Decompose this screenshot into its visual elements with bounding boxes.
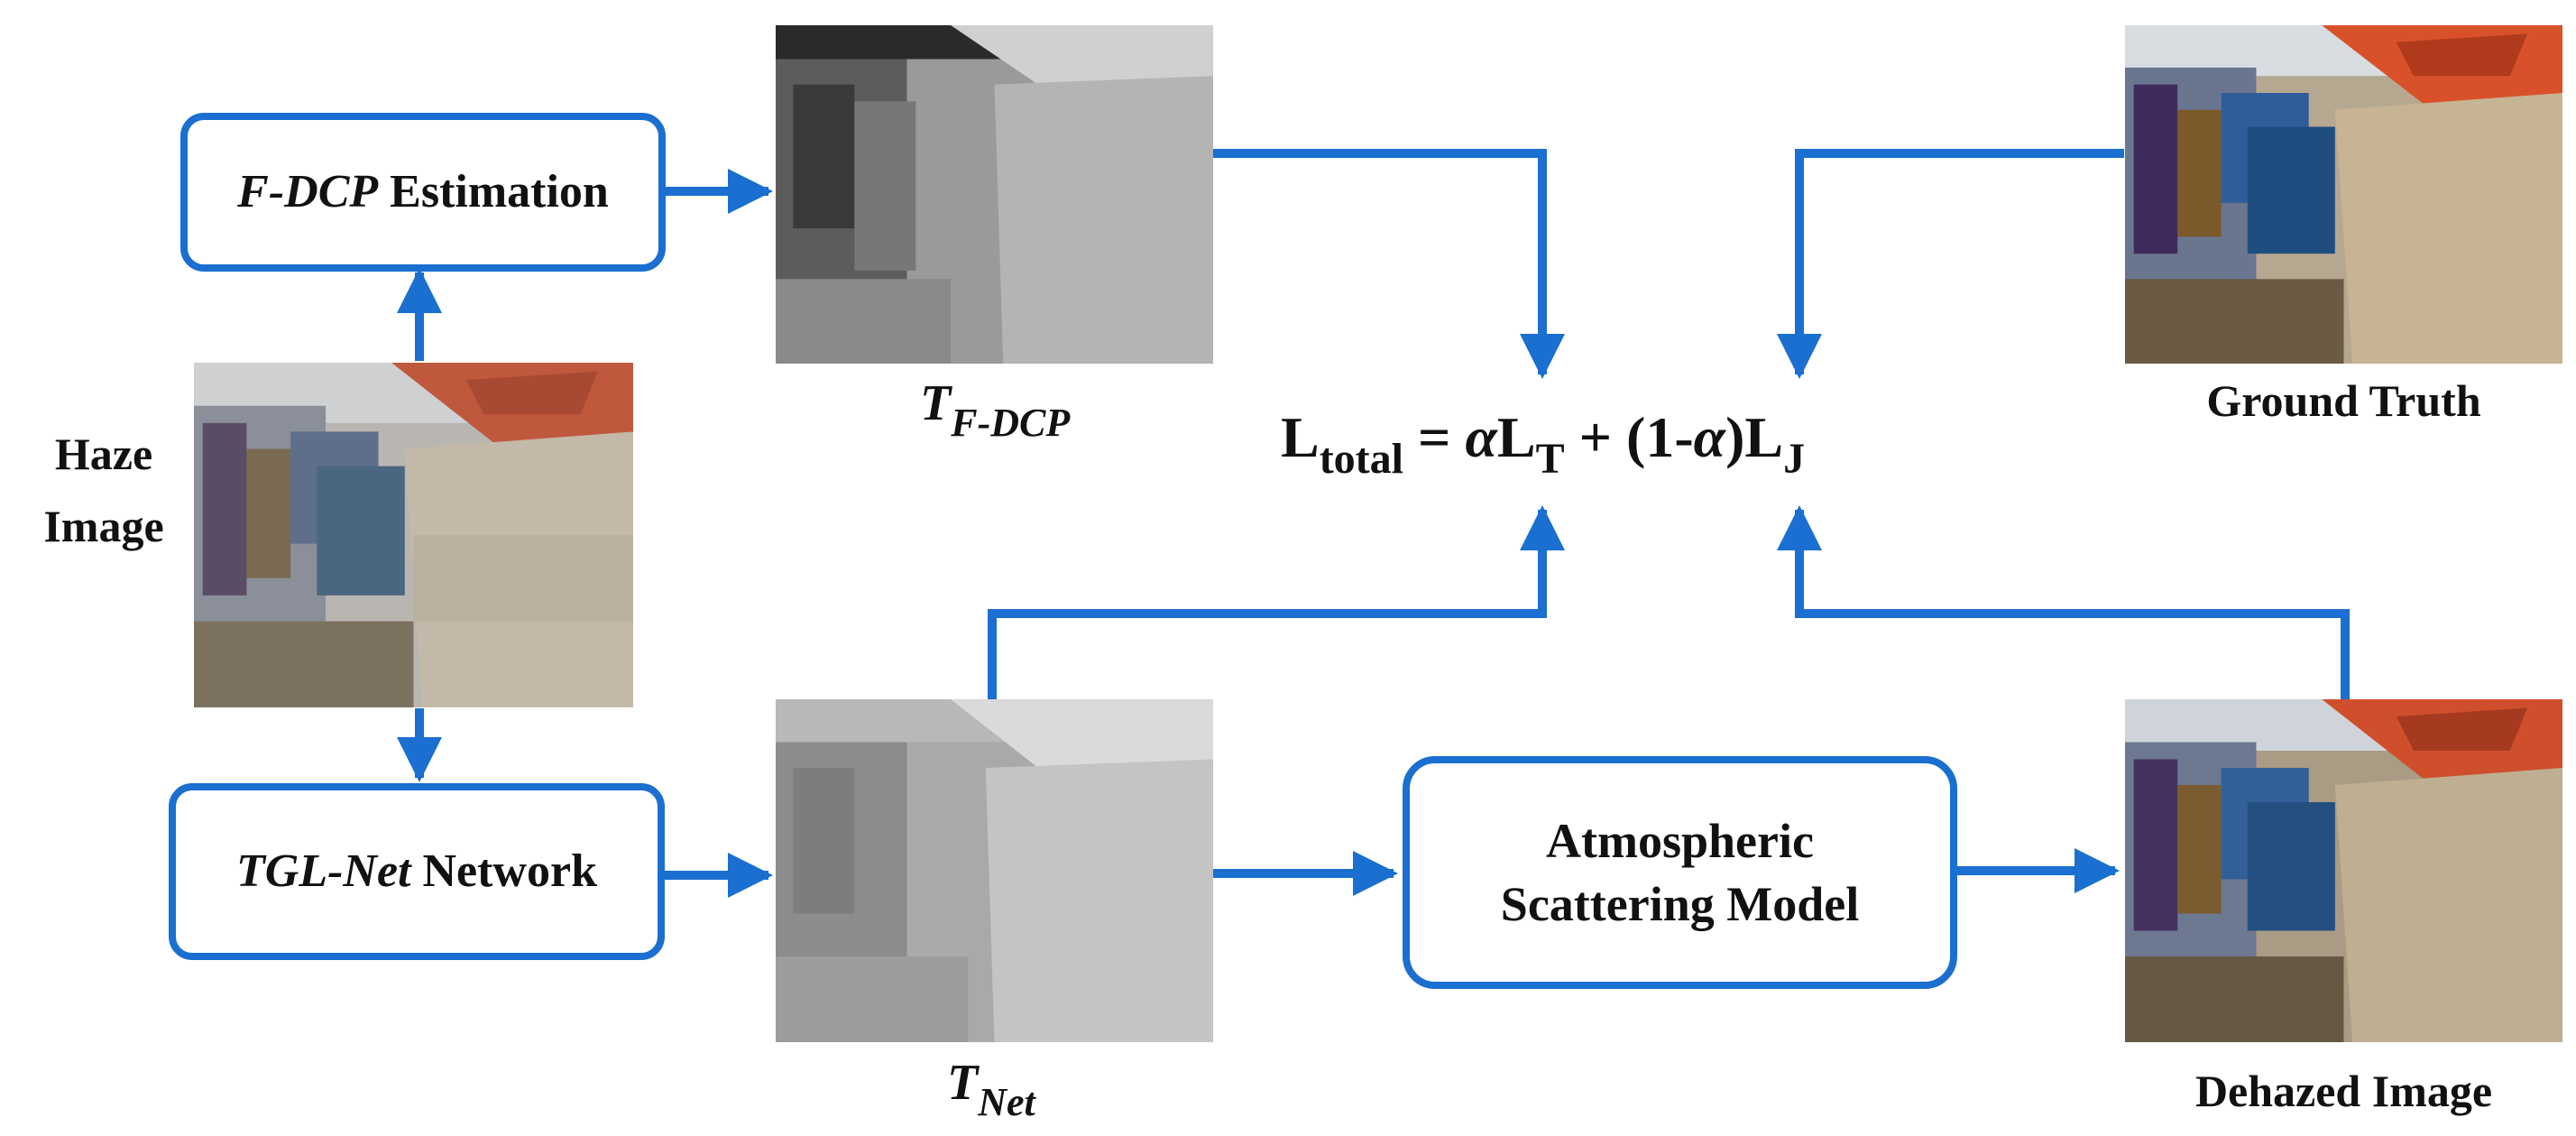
- loss-formula: Ltotal = αLT + (1-α)LJ: [1281, 404, 1805, 484]
- arrow-tfdcp-to-formula: [1213, 149, 1565, 379]
- formula-J-sub: J: [1783, 435, 1806, 483]
- formula-T-sub: T: [1535, 435, 1565, 483]
- t-net-image: [776, 699, 1213, 1042]
- formula-LT: L: [1496, 405, 1536, 469]
- formula-plus: + (1-: [1564, 405, 1694, 469]
- t-net-label: TNet: [947, 1054, 1035, 1125]
- dehazed-image-label: Dehazed Image: [2194, 1066, 2493, 1116]
- haze-label-line1: Haze: [54, 429, 153, 479]
- t-fdcp-sub: F-DCP: [951, 401, 1071, 445]
- formula-eq: =: [1403, 405, 1466, 469]
- formula-total-sub: total: [1319, 435, 1403, 483]
- t-fdcp-main: T: [920, 375, 952, 431]
- arrow-tnet-to-formula: [988, 505, 1565, 699]
- arrow-gt-to-formula: [1777, 149, 2124, 379]
- formula-alpha: α: [1465, 405, 1497, 469]
- haze-label-line2: Image: [43, 501, 164, 551]
- fdcp-box-text: Estimation: [378, 166, 609, 218]
- arrow-dehazed-to-formula: [1777, 505, 2350, 699]
- ground-truth-image: [2125, 25, 2562, 364]
- dehazed-image: [2125, 699, 2562, 1042]
- asm-line1: Atmospheric: [1546, 813, 1814, 868]
- formula-close: )L: [1725, 405, 1784, 469]
- haze-image-label: Haze Image: [18, 418, 189, 562]
- ground-truth-label: Ground Truth: [2206, 375, 2481, 426]
- t-fdcp-image: [776, 25, 1213, 364]
- formula-L: L: [1281, 405, 1320, 469]
- tgl-box-italic: TGL-Net: [236, 845, 411, 898]
- haze-image: [194, 363, 633, 707]
- t-fdcp-label: TF-DCP: [920, 374, 1070, 446]
- t-net-main: T: [947, 1055, 979, 1111]
- t-net-sub: Net: [978, 1080, 1035, 1124]
- formula-alpha2: α: [1693, 405, 1726, 469]
- tgl-box-text: Network: [410, 845, 597, 898]
- asm-line2: Scattering Model: [1500, 877, 1860, 931]
- fdcp-box-italic: F-DCP: [237, 166, 379, 218]
- fdcp-estimation-box: F-DCP Estimation: [180, 113, 666, 272]
- tgl-net-box: TGL-Net Network: [169, 783, 665, 960]
